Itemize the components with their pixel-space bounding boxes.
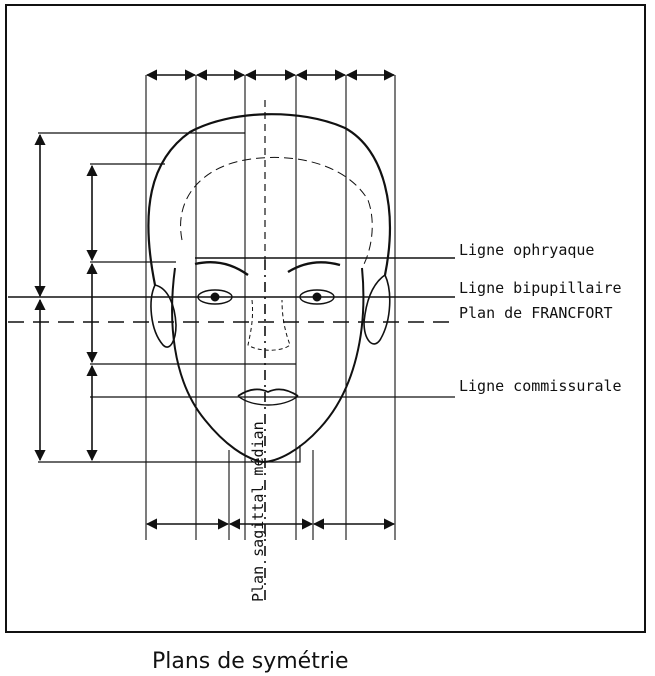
left-eyebrow <box>287 261 341 274</box>
figure-frame <box>5 4 646 633</box>
ophryaque-label: Ligne ophryaque <box>459 241 594 259</box>
mouth-lower <box>237 395 299 406</box>
reference-lines <box>8 257 455 323</box>
figure-caption: Plans de symétrie <box>152 649 349 674</box>
face-drawing <box>147 113 391 464</box>
head-outline <box>147 113 391 286</box>
left-height-arrows <box>34 133 98 462</box>
left-ear <box>363 273 391 345</box>
nose <box>247 299 291 351</box>
mouth-upper <box>237 388 299 397</box>
right-eyebrow <box>194 261 249 276</box>
vertical-division-lines <box>145 75 396 540</box>
bipupillaire-label: Ligne bipupillaire <box>459 279 622 297</box>
hairline <box>180 156 373 269</box>
francfort-label: Plan de FRANCFORT <box>459 304 613 322</box>
chin-neck <box>262 445 301 463</box>
left-height-brackets <box>38 132 455 463</box>
sagittal-label: Plan sagittal médian <box>249 421 267 602</box>
commissurale-label: Ligne commissurale <box>459 377 622 395</box>
right-ear <box>150 284 177 348</box>
